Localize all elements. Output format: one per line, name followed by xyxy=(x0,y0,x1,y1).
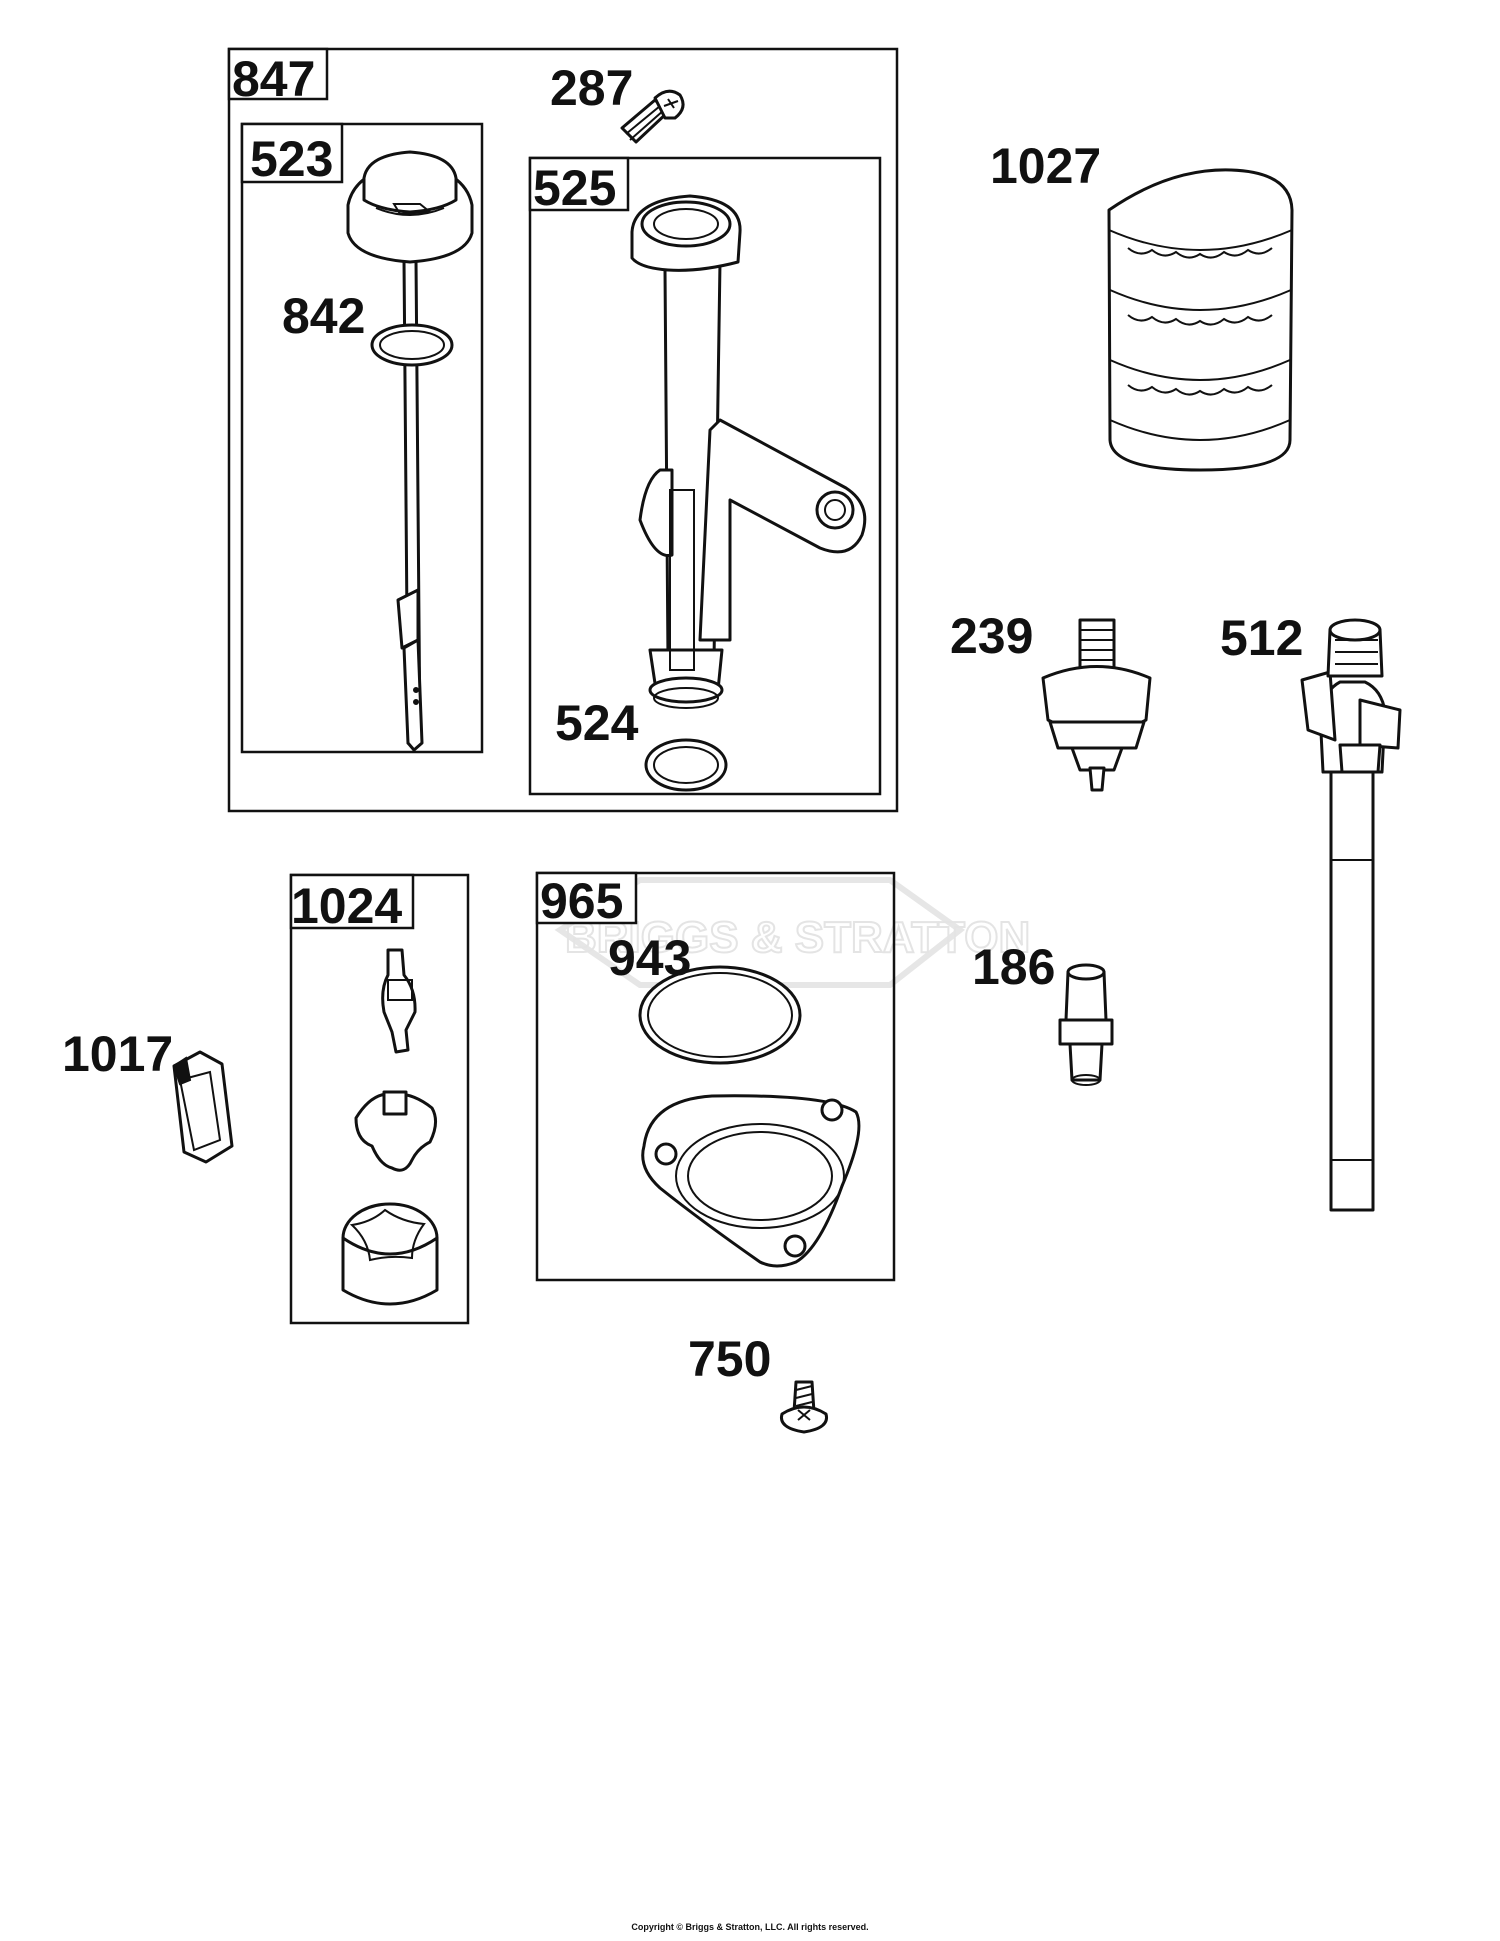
oring-842-part xyxy=(370,323,454,367)
dipstick-tube-long-part xyxy=(1300,618,1402,1212)
plate-1017-part xyxy=(172,1050,234,1164)
callout-943: 943 xyxy=(608,930,691,986)
dipstick-part xyxy=(346,150,474,752)
callout-1017: 1017 xyxy=(62,1026,173,1082)
kit-847-frame: 847 xyxy=(227,47,899,813)
oil-pump-rotor-part xyxy=(354,1090,437,1172)
kit-523-label: 523 xyxy=(250,131,333,187)
oil-pump-housing-part xyxy=(341,1202,439,1306)
kit-965-label: 965 xyxy=(540,873,623,929)
callout-750: 750 xyxy=(688,1331,771,1387)
callout-287: 287 xyxy=(550,60,633,116)
pressure-switch-part xyxy=(1041,618,1152,792)
ring-943-part xyxy=(638,965,802,1065)
gasket-524-part xyxy=(644,738,728,792)
plate-965-part xyxy=(641,1094,861,1268)
fitting-186-part xyxy=(1058,963,1114,1086)
copyright-notice: Copyright © Briggs & Stratton, LLC. All … xyxy=(631,1922,869,1932)
callout-524: 524 xyxy=(555,695,639,751)
kit-525-label: 525 xyxy=(533,160,616,216)
kit-523-frame: 523 xyxy=(240,122,484,754)
oil-pump-shaft-part xyxy=(381,948,417,1054)
callout-239: 239 xyxy=(950,608,1033,664)
callout-186: 186 xyxy=(972,939,1055,995)
oil-filter-part xyxy=(1107,168,1294,472)
kit-1024-label: 1024 xyxy=(291,878,402,934)
dipstick-tube-part xyxy=(630,194,867,709)
callout-1027: 1027 xyxy=(990,138,1101,194)
screw-287-part xyxy=(620,89,685,144)
kit-1024-frame: 1024 xyxy=(289,873,470,1325)
screw-750-part xyxy=(779,1380,829,1434)
callout-512: 512 xyxy=(1220,610,1303,666)
kit-965-frame: 965 xyxy=(535,871,896,1282)
callout-842: 842 xyxy=(282,288,365,344)
kit-847-label: 847 xyxy=(232,51,315,107)
watermark-text: BRIGGS & STRATTON xyxy=(565,913,1030,962)
brand-watermark: BRIGGS & STRATTON xyxy=(554,877,1031,988)
kit-525-frame: 525 xyxy=(528,156,882,796)
